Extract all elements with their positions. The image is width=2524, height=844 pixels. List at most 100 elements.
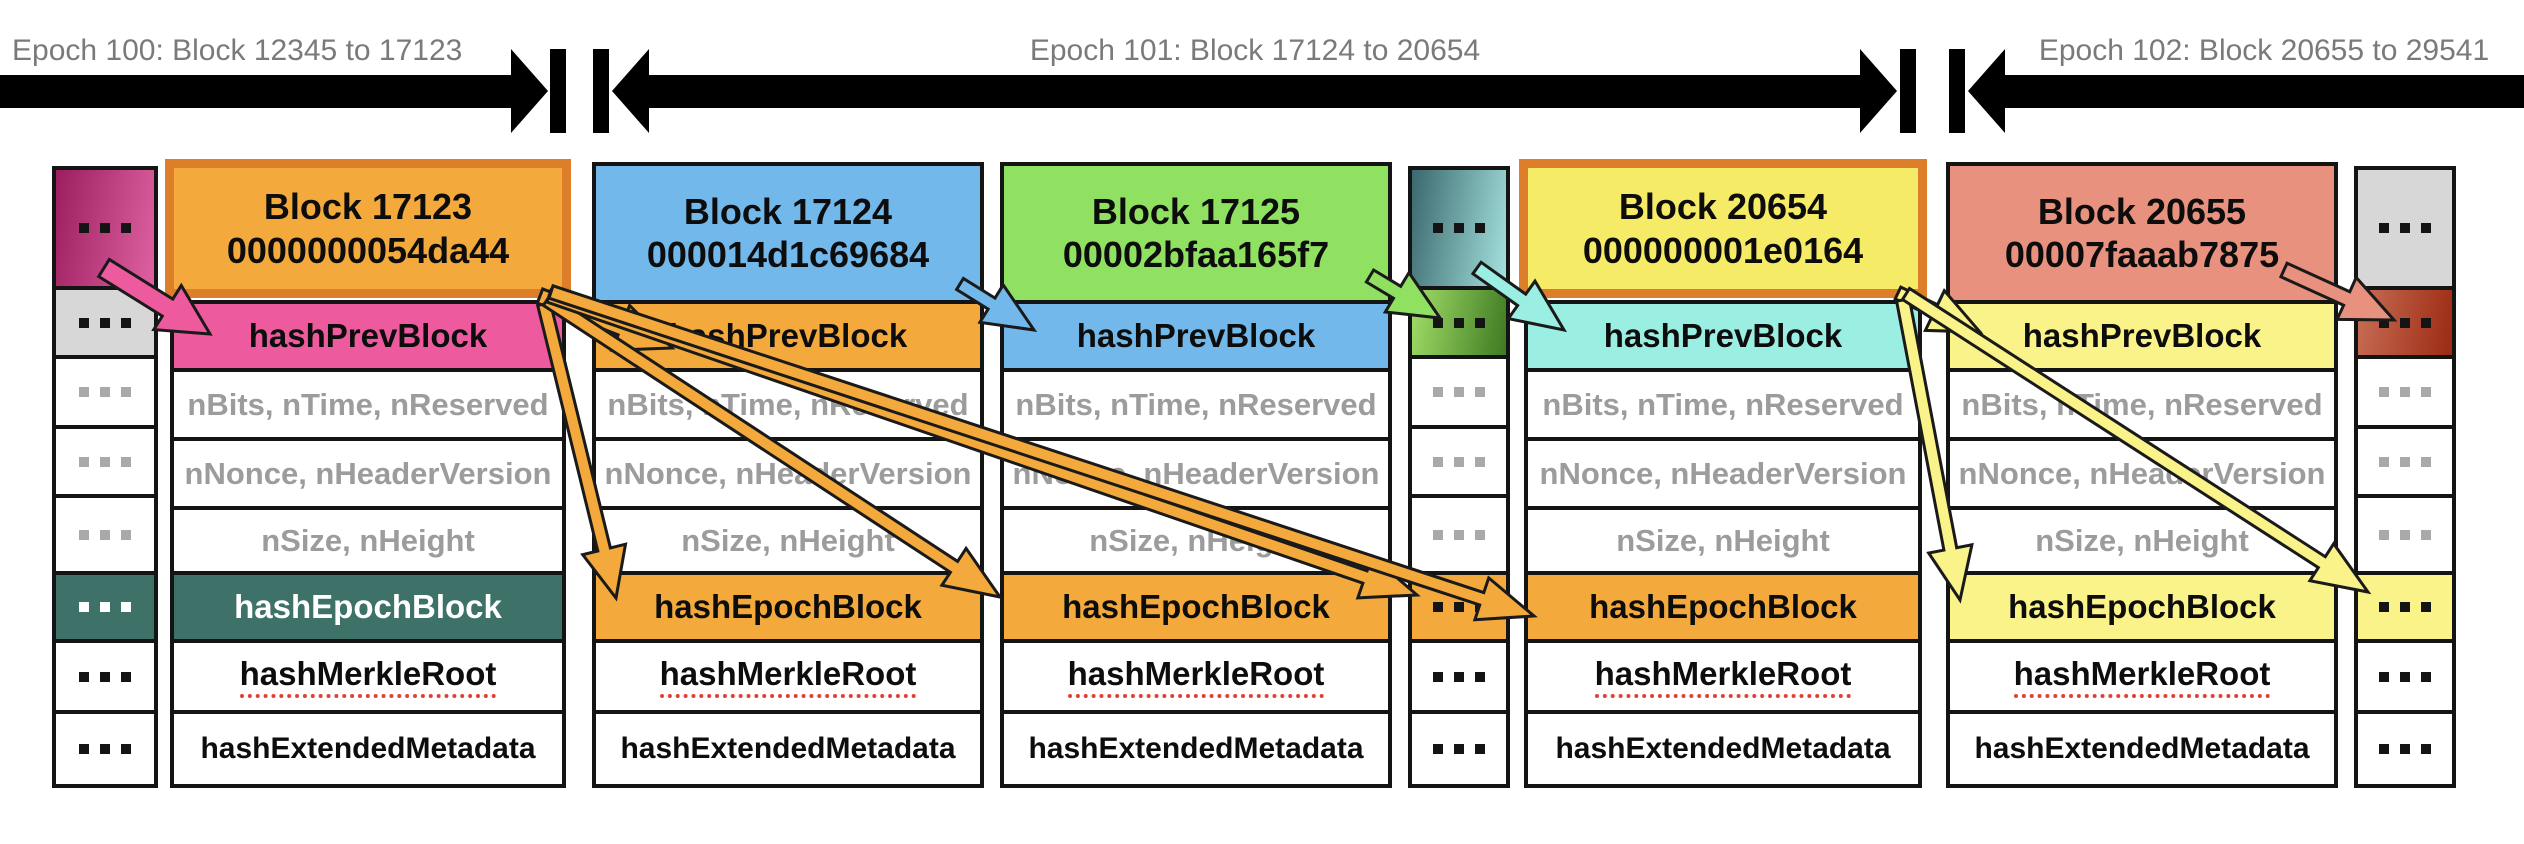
field-label: nNonce, nHeaderVersion xyxy=(184,455,552,491)
ellipsis-icon xyxy=(2379,317,2431,328)
ellipsis-icon xyxy=(1433,671,1485,682)
block-17123-nBits-row: nBits, nTime, nReserved xyxy=(170,368,566,441)
field-label: nNonce, nHeaderVersion xyxy=(604,455,972,491)
epoch-boundary-bar xyxy=(550,49,566,133)
ellipsis-icon xyxy=(79,387,131,397)
block-17124-nSize-row: nSize, nHeight xyxy=(592,506,984,575)
ellipsis-left-hashEpochBlock-cell xyxy=(52,571,158,643)
field-label: hashMerkleRoot xyxy=(659,655,917,698)
field-label: nBits, nTime, nReserved xyxy=(1961,386,2323,422)
field-label: hashPrevBlock xyxy=(248,317,488,354)
block-hash: 00002bfaa165f7 xyxy=(1062,234,1330,275)
field-label: hashExtendedMetadata xyxy=(200,732,536,765)
block-hash: 000014d1c69684 xyxy=(646,234,930,275)
epoch-boundary-bar xyxy=(593,49,609,133)
ellipsis-left-nBits-cell xyxy=(52,355,158,429)
ellipsis-mid-nBits-cell xyxy=(1408,355,1510,429)
block-20654-nBits-row: nBits, nTime, nReserved xyxy=(1524,368,1922,441)
field-label: nSize, nHeight xyxy=(261,522,475,558)
block-20654-hashExtendedMetadata-row: hashExtendedMetadata xyxy=(1524,710,1922,788)
block-17124-hashPrevBlock-row: hashPrevBlock xyxy=(592,300,984,372)
ellipsis-icon xyxy=(79,671,131,682)
block-17123-nNonce-row: nNonce, nHeaderVersion xyxy=(170,437,566,510)
field-label: nNonce, nHeaderVersion xyxy=(1958,455,2326,491)
field-label: nBits, nTime, nReserved xyxy=(1015,386,1377,422)
field-label: hashEpochBlock xyxy=(1589,588,1857,625)
ellipsis-mid-hashExtendedMetadata-cell xyxy=(1408,710,1510,788)
ellipsis-right-nNonce-cell xyxy=(2354,425,2456,498)
ellipsis-icon xyxy=(2379,602,2431,612)
field-label: hashMerkleRoot xyxy=(1067,655,1325,698)
block-number: Block 17123 xyxy=(263,186,473,228)
epoch-101-range-arrow xyxy=(648,75,1862,108)
block-20654-nNonce-row: nNonce, nHeaderVersion xyxy=(1524,437,1922,510)
ellipsis-mid-nNonce-cell xyxy=(1408,425,1510,498)
block-20654-hashPrevBlock-row: hashPrevBlock xyxy=(1524,300,1922,372)
ellipsis-icon xyxy=(79,744,131,754)
field-label: nNonce, nHeaderVersion xyxy=(1012,455,1380,491)
epoch-boundary-bar xyxy=(1949,49,1965,133)
block-number: Block 17124 xyxy=(683,190,893,232)
epoch-boundary-bar xyxy=(1900,49,1916,133)
block-20655-nSize-row: nSize, nHeight xyxy=(1946,506,2338,575)
ellipsis-mid-header-cell xyxy=(1408,166,1510,290)
ellipsis-right-nBits-cell xyxy=(2354,355,2456,429)
block-17125-nNonce-row: nNonce, nHeaderVersion xyxy=(1000,437,1392,510)
field-label: nSize, nHeight xyxy=(2035,522,2249,558)
field-label: hashPrevBlock xyxy=(2022,317,2262,354)
block-hash: 00007faaab7875 xyxy=(2004,234,2280,275)
field-label: hashExtendedMetadata xyxy=(1974,732,2310,765)
field-label: nBits, nTime, nReserved xyxy=(607,386,969,422)
ellipsis-icon xyxy=(2379,223,2431,233)
block-hash: 0000000054da44 xyxy=(226,229,510,271)
block-17124-hashExtendedMetadata-row: hashExtendedMetadata xyxy=(592,710,984,788)
epoch-101-arrowhead-right-icon xyxy=(1860,49,1897,133)
field-label: hashEpochBlock xyxy=(1062,588,1330,625)
epoch-102-label: Epoch 102: Block 20655 to 29541 xyxy=(2038,34,2490,67)
ellipsis-right-header-cell xyxy=(2354,166,2456,290)
field-label: hashEpochBlock xyxy=(234,588,502,625)
block-17124-nBits-row: nBits, nTime, nReserved xyxy=(592,368,984,441)
ellipsis-icon xyxy=(1433,744,1485,754)
epoch-101-arrowhead-left-icon xyxy=(612,49,649,133)
field-label: hashPrevBlock xyxy=(1603,317,1843,354)
field-label: hashMerkleRoot xyxy=(1594,655,1852,698)
ellipsis-left-nSize-cell xyxy=(52,494,158,575)
epoch-102-arrowhead-left-icon xyxy=(1968,49,2005,133)
field-label: nSize, nHeight xyxy=(1089,522,1303,558)
block-number: Block 17125 xyxy=(1091,190,1301,232)
ellipsis-right-hashMerkleRoot-cell xyxy=(2354,639,2456,714)
ellipsis-icon xyxy=(79,317,131,328)
block-17123-hashExtendedMetadata-row: hashExtendedMetadata xyxy=(170,710,566,788)
ellipsis-mid-hashMerkleRoot-cell xyxy=(1408,639,1510,714)
block-20655-hashPrevBlock-row: hashPrevBlock xyxy=(1946,300,2338,372)
block-20655-hashMerkleRoot-row: hashMerkleRoot xyxy=(1946,639,2338,714)
ellipsis-icon xyxy=(1433,387,1485,397)
ellipsis-right-nSize-cell xyxy=(2354,494,2456,575)
field-label: nNonce, nHeaderVersion xyxy=(1539,455,1907,491)
epoch-100-arrowhead-right-icon xyxy=(511,49,548,133)
block-20654-hashEpochBlock-row: hashEpochBlock xyxy=(1524,571,1922,643)
block-17125-hashMerkleRoot-row: hashMerkleRoot xyxy=(1000,639,1392,714)
ellipsis-left-nNonce-cell xyxy=(52,425,158,498)
block-17123-nSize-row: nSize, nHeight xyxy=(170,506,566,575)
block-20655-nBits-row: nBits, nTime, nReserved xyxy=(1946,368,2338,441)
ellipsis-left-hashExtendedMetadata-cell xyxy=(52,710,158,788)
block-17125-hashEpochBlock-row: hashEpochBlock xyxy=(1000,571,1392,643)
ellipsis-icon xyxy=(1433,602,1485,612)
block-20654-hashMerkleRoot-row: hashMerkleRoot xyxy=(1524,639,1922,714)
field-label: hashEpochBlock xyxy=(654,588,922,625)
ellipsis-left-hashPrevBlock-cell xyxy=(52,286,158,359)
ellipsis-icon xyxy=(79,223,131,233)
block-17125-nSize-row: nSize, nHeight xyxy=(1000,506,1392,575)
ellipsis-icon xyxy=(2379,387,2431,397)
field-label: hashExtendedMetadata xyxy=(1028,732,1364,765)
